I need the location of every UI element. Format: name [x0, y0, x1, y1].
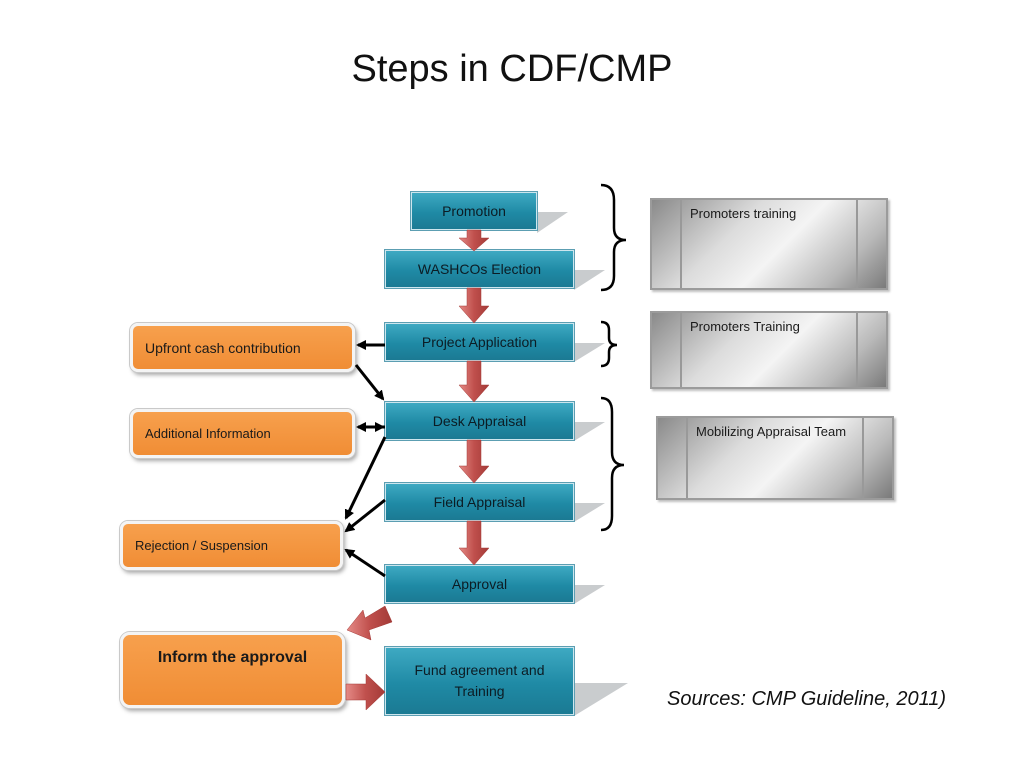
slide-title: Steps in CDF/CMP [351, 48, 673, 90]
shadow-approval [574, 585, 605, 604]
step-washcos-election: WASHCOs Election [385, 250, 574, 288]
shadow-promotion [537, 212, 568, 233]
support-left-bar [658, 418, 688, 498]
support-label: Mobilizing Appraisal Team [696, 424, 847, 439]
shadow-desk [574, 422, 605, 441]
support-label: Promoters Training [690, 319, 800, 334]
shadow-fund [574, 683, 628, 716]
step-approval: Approval [385, 565, 574, 603]
support-label: Promoters training [690, 206, 797, 221]
support-mobilizing-appraisal-team: Mobilizing Appraisal Team [656, 416, 894, 500]
source-citation: Sources: CMP Guideline, 2011) [667, 688, 947, 710]
down-arrow-1 [458, 229, 490, 252]
arrow-approval-to-rejection [344, 548, 386, 578]
outcome-rejection-suspension: Rejection / Suspension [120, 521, 343, 570]
outcome-additional-information: Additional Information [130, 409, 355, 458]
support-right-bar [856, 200, 886, 288]
support-left-bar [652, 200, 682, 288]
support-promoters-training-1: Promoters training [650, 198, 888, 290]
brace-3 [600, 396, 625, 532]
shadow-washcos [574, 270, 605, 290]
right-arrow-inform-to-fund [345, 673, 386, 711]
down-arrow-2 [458, 287, 490, 324]
support-promoters-training-2: Promoters Training [650, 311, 888, 389]
step-field-appraisal: Field Appraisal [385, 483, 574, 521]
down-arrow-5 [458, 520, 490, 566]
arrow-field-to-rejection [344, 498, 386, 533]
support-right-bar [862, 418, 892, 498]
support-left-bar [652, 313, 682, 387]
brace-1 [600, 183, 627, 292]
support-right-bar [856, 313, 886, 387]
step-promotion: Promotion [411, 192, 537, 230]
brace-2 [600, 320, 618, 368]
outcome-upfront-cash: Upfront cash contribution [130, 323, 355, 372]
down-arrow-3 [458, 360, 490, 403]
shadow-field [574, 503, 605, 522]
step-project-application: Project Application [385, 323, 574, 361]
step-desk-appraisal: Desk Appraisal [385, 402, 574, 440]
arrow-desk-to-rejection [344, 436, 387, 520]
outcome-inform-approval: Inform the approval [120, 632, 345, 708]
arrow-upfront-to-desk [354, 364, 385, 401]
down-arrow-4 [458, 439, 490, 484]
diag-arrow-approval-to-inform [346, 605, 393, 641]
step-fund-agreement: Fund agreement and Training [385, 647, 574, 715]
shadow-project [574, 343, 605, 362]
